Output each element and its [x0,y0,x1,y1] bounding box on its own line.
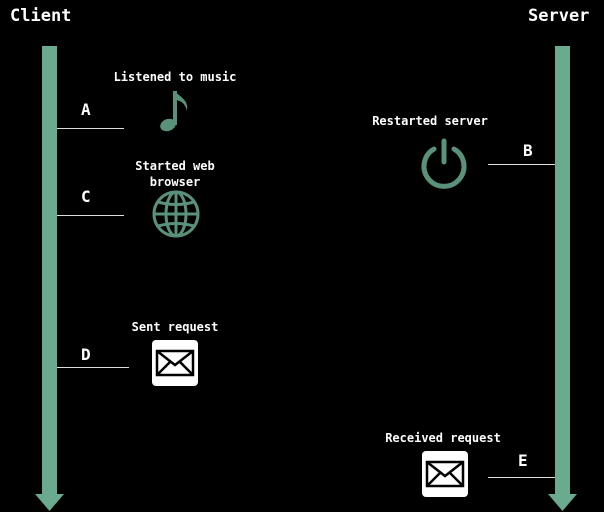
envelope-icon [422,451,468,497]
event-c-letter: C [81,187,91,206]
server-timeline [548,46,577,511]
event-d-tick [57,367,129,368]
globe-icon [152,190,200,238]
music-note-icon [160,91,188,132]
event-c-label: Started web browser [135,159,215,189]
event-a-tick [57,128,124,129]
event-e-tick [488,477,555,478]
event-a-label: Listened to music [113,70,237,84]
event-e-label: Received request [385,431,501,445]
event-e-letter: E [518,451,528,470]
event-d-letter: D [81,345,91,364]
client-timeline [35,46,64,511]
event-a-letter: A [81,100,91,119]
server-lane-title: Server [528,6,590,26]
client-lane-title: Client [10,6,72,26]
event-b-letter: B [523,141,533,160]
event-b-tick [488,164,555,165]
event-d-label: Sent request [131,320,219,334]
envelope-icon [152,340,198,386]
event-b-label: Restarted server [372,114,488,128]
event-c-tick [57,215,124,216]
power-icon [421,138,467,189]
